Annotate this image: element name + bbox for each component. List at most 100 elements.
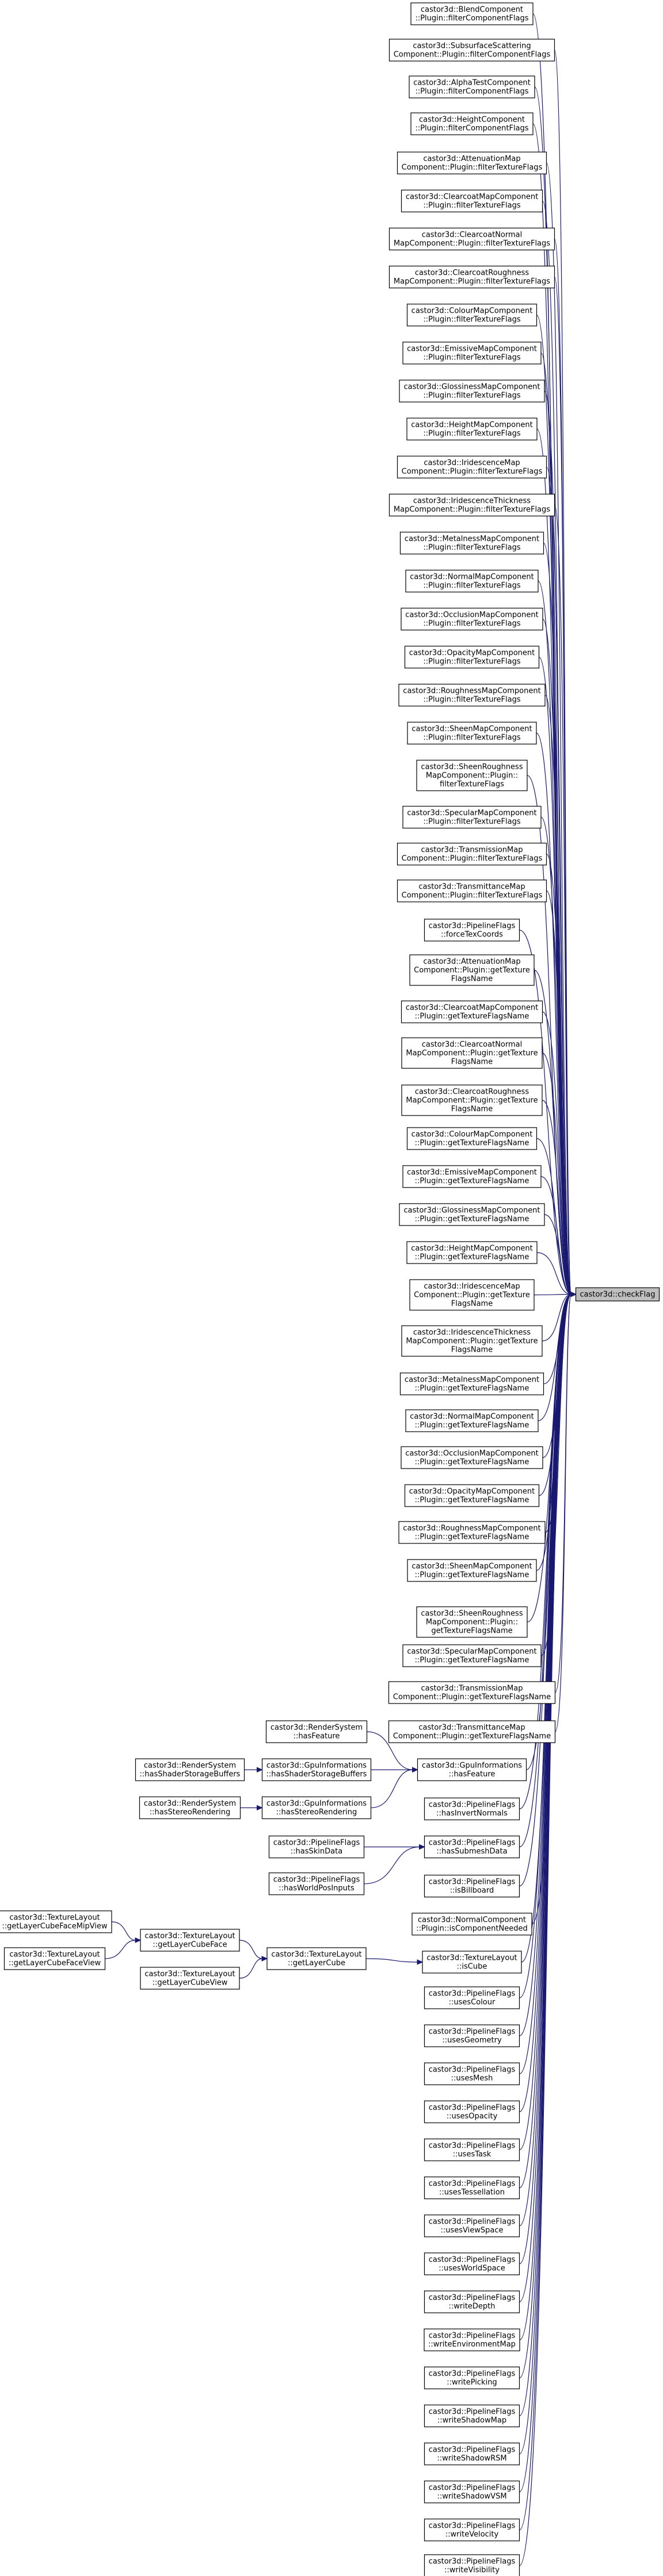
graph-node-n39[interactable]: castor3d::OpacityMapComponent::Plugin::g… bbox=[404, 1484, 540, 1507]
graph-node-n34[interactable]: castor3d::IridescenceMapComponent::Plugi… bbox=[409, 1279, 535, 1311]
graph-node-m1[interactable]: castor3d::RenderSystem::hasFeature bbox=[265, 1720, 368, 1743]
graph-node-n61[interactable]: castor3d::PipelineFlags::writeEnvironmen… bbox=[424, 2328, 520, 2351]
graph-node-n51[interactable]: castor3d::TextureLayout::isCube bbox=[422, 1951, 522, 1974]
graph-node-n25[interactable]: castor3d::PipelineFlags::forceTexCoords bbox=[424, 919, 520, 942]
node-box bbox=[268, 1872, 365, 1895]
graph-node-n52[interactable]: castor3d::PipelineFlags::usesColour bbox=[424, 1986, 520, 2009]
graph-node-n62[interactable]: castor3d::PipelineFlags::writePicking bbox=[424, 2366, 520, 2389]
graph-node-l1[interactable]: castor3d::RenderSystem::hasShaderStorage… bbox=[135, 1758, 245, 1781]
graph-node-m6[interactable]: castor3d::TextureLayout::getLayerCube bbox=[266, 1947, 367, 1970]
graph-node-n12[interactable]: castor3d::HeightMapComponent::Plugin::fi… bbox=[406, 418, 538, 441]
graph-node-n36[interactable]: castor3d::MetalnessMapComponent::Plugin:… bbox=[399, 1372, 544, 1395]
node-box bbox=[424, 2442, 520, 2465]
graph-node-n20[interactable]: castor3d::SheenMapComponent::Plugin::fil… bbox=[407, 722, 537, 745]
graph-node-n38[interactable]: castor3d::OcclusionMapComponent::Plugin:… bbox=[401, 1446, 543, 1469]
graph-node-n23[interactable]: castor3d::TransmissionMapComponent::Plug… bbox=[397, 843, 547, 866]
graph-node-n40[interactable]: castor3d::RoughnessMapComponent::Plugin:… bbox=[398, 1521, 546, 1544]
graph-node-m2[interactable]: castor3d::GpuInformations::hasShaderStor… bbox=[261, 1758, 372, 1781]
graph-node-n04[interactable]: castor3d::HeightComponent::Plugin::filte… bbox=[410, 112, 534, 135]
graph-node-n15[interactable]: castor3d::MetalnessMapComponent::Plugin:… bbox=[399, 532, 544, 555]
graph-node-n24[interactable]: castor3d::TransmittanceMapComponent::Plu… bbox=[397, 879, 547, 902]
graph-node-n08[interactable]: castor3d::ClearcoatRoughnessMapComponent… bbox=[388, 265, 555, 289]
graph-node-n18[interactable]: castor3d::OpacityMapComponent::Plugin::f… bbox=[404, 646, 540, 669]
graph-node-n63[interactable]: castor3d::PipelineFlags::writeShadowMap bbox=[424, 2404, 520, 2427]
graph-node-n43[interactable]: castor3d::SpecularMapComponent::Plugin::… bbox=[402, 1644, 542, 1667]
node-label-line: castor3d::PipelineFlags bbox=[429, 2142, 516, 2150]
node-label-line: ::getLayerCube bbox=[288, 1959, 345, 1968]
graph-node-n22[interactable]: castor3d::SpecularMapComponent::Plugin::… bbox=[402, 806, 542, 829]
graph-node-n44[interactable]: castor3d::TransmissionMapComponent::Plug… bbox=[388, 1681, 556, 1704]
graph-node-k2[interactable]: castor3d::TextureLayout::getLayerCubeFac… bbox=[3, 1947, 106, 1970]
graph-node-n49[interactable]: castor3d::PipelineFlags::isBillboard bbox=[424, 1875, 520, 1898]
node-label-line: ::hasShaderStorageBuffers bbox=[140, 1770, 241, 1779]
graph-node-n45[interactable]: castor3d::TransmittanceMapComponent::Plu… bbox=[388, 1720, 556, 1743]
graph-node-l3[interactable]: castor3d::TextureLayout::getLayerCubeFac… bbox=[140, 1929, 240, 1952]
arrowhead-l2-to-m3 bbox=[257, 1805, 263, 1811]
graph-node-n53[interactable]: castor3d::PipelineFlags::usesGeometry bbox=[424, 2024, 520, 2047]
graph-node-n67[interactable]: castor3d::PipelineFlags::writeVisibility bbox=[424, 2554, 520, 2576]
target-node-checkflag[interactable]: castor3d::checkFlag bbox=[575, 1287, 660, 1302]
graph-node-n42[interactable]: castor3d::SheenRoughnessMapComponent::Pl… bbox=[416, 1606, 528, 1638]
graph-node-n46[interactable]: castor3d::GpuInformations::hasFeature bbox=[417, 1758, 527, 1781]
graph-node-n27[interactable]: castor3d::ClearcoatMapComponent::Plugin:… bbox=[401, 1000, 543, 1023]
graph-node-n07[interactable]: castor3d::ClearcoatNormalMapComponent::P… bbox=[388, 227, 555, 251]
graph-node-n11[interactable]: castor3d::GlossinessMapComponent::Plugin… bbox=[399, 380, 545, 403]
graph-node-n03[interactable]: castor3d::AlphaTestComponent::Plugin::fi… bbox=[409, 75, 535, 98]
node-label-line: castor3d::PipelineFlags bbox=[429, 2066, 516, 2074]
graph-node-n10[interactable]: castor3d::EmissiveMapComponent::Plugin::… bbox=[402, 342, 542, 365]
graph-node-n60[interactable]: castor3d::PipelineFlags::writeDepth bbox=[424, 2290, 520, 2313]
graph-node-n56[interactable]: castor3d::PipelineFlags::usesTask bbox=[424, 2138, 520, 2161]
node-label-line: ::Plugin::isComponentNeeded bbox=[416, 1925, 527, 1933]
graph-node-n47[interactable]: castor3d::PipelineFlags::hasInvertNormal… bbox=[424, 1797, 520, 1820]
graph-node-m5[interactable]: castor3d::PipelineFlags::hasWorldPosInpu… bbox=[268, 1872, 365, 1895]
graph-node-n41[interactable]: castor3d::SheenMapComponent::Plugin::get… bbox=[407, 1559, 537, 1582]
graph-node-n57[interactable]: castor3d::PipelineFlags::usesTessellatio… bbox=[424, 2176, 520, 2199]
graph-node-l4[interactable]: castor3d::TextureLayout::getLayerCubeVie… bbox=[140, 1967, 240, 1990]
graph-node-k1[interactable]: castor3d::TextureLayout::getLayerCubeFac… bbox=[0, 1910, 112, 1933]
graph-node-m3[interactable]: castor3d::GpuInformations::hasStereoRend… bbox=[261, 1796, 372, 1819]
graph-node-n17[interactable]: castor3d::OcclusionMapComponent::Plugin:… bbox=[401, 608, 543, 631]
graph-node-n31[interactable]: castor3d::EmissiveMapComponent::Plugin::… bbox=[402, 1165, 542, 1188]
graph-node-n21[interactable]: castor3d::SheenRoughnessMapComponent::Pl… bbox=[416, 760, 528, 791]
graph-node-n26[interactable]: castor3d::AttenuationMapComponent::Plugi… bbox=[409, 954, 535, 986]
graph-node-n32[interactable]: castor3d::GlossinessMapComponent::Plugin… bbox=[399, 1203, 545, 1226]
graph-node-n65[interactable]: castor3d::PipelineFlags::writeShadowVSM bbox=[424, 2480, 520, 2503]
node-label-line: castor3d::PipelineFlags bbox=[429, 1801, 516, 1809]
graph-node-n33[interactable]: castor3d::HeightMapComponent::Plugin::ge… bbox=[406, 1241, 538, 1264]
node-box bbox=[0, 1910, 112, 1933]
graph-node-n55[interactable]: castor3d::PipelineFlags::usesOpacity bbox=[424, 2100, 520, 2123]
graph-node-n05[interactable]: castor3d::AttenuationMapComponent::Plugi… bbox=[397, 151, 547, 174]
graph-node-n14[interactable]: castor3d::IridescenceThicknessMapCompone… bbox=[388, 494, 555, 517]
graph-node-n66[interactable]: castor3d::PipelineFlags::writeVelocity bbox=[424, 2518, 520, 2541]
graph-node-n30[interactable]: castor3d::ColourMapComponent::Plugin::ge… bbox=[406, 1127, 538, 1150]
graph-node-n58[interactable]: castor3d::PipelineFlags::usesViewSpace bbox=[424, 2214, 520, 2237]
node-label-line: ::writeVelocity bbox=[445, 2531, 499, 2539]
graph-node-n64[interactable]: castor3d::PipelineFlags::writeShadowRSM bbox=[424, 2442, 520, 2465]
graph-node-n54[interactable]: castor3d::PipelineFlags::usesMesh bbox=[424, 2062, 520, 2085]
graph-node-n50[interactable]: castor3d::NormalComponent::Plugin::isCom… bbox=[411, 1913, 532, 1936]
node-label-line: castor3d::ClearcoatRoughness bbox=[415, 269, 529, 278]
graph-node-n29[interactable]: castor3d::ClearcoatRoughnessMapComponent… bbox=[401, 1084, 543, 1116]
graph-node-n59[interactable]: castor3d::PipelineFlags::usesWorldSpace bbox=[424, 2252, 520, 2275]
graph-node-m4[interactable]: castor3d::PipelineFlags::hasSkinData bbox=[268, 1835, 365, 1858]
graph-node-n19[interactable]: castor3d::RoughnessMapComponent::Plugin:… bbox=[398, 684, 546, 707]
graph-node-n28[interactable]: castor3d::ClearcoatNormalMapComponent::P… bbox=[401, 1037, 543, 1069]
node-label-line: MapComponent::Plugin:: bbox=[426, 1618, 518, 1627]
graph-node-n06[interactable]: castor3d::ClearcoatMapComponent::Plugin:… bbox=[401, 189, 543, 213]
node-label-line: castor3d::ClearcoatMapComponent bbox=[406, 1004, 538, 1012]
edge-l4-to-m6 bbox=[239, 1958, 263, 1979]
graph-node-l2[interactable]: castor3d::RenderSystem::hasStereoRenderi… bbox=[139, 1796, 241, 1819]
graph-node-n13[interactable]: castor3d::IridescenceMapComponent::Plugi… bbox=[397, 456, 547, 479]
arrowhead-m5-to-n48 bbox=[419, 1844, 425, 1850]
node-box bbox=[410, 2, 534, 25]
graph-node-n02[interactable]: castor3d::SubsurfaceScatteringComponent:… bbox=[388, 39, 555, 62]
node-label-line: castor3d::PipelineFlags bbox=[429, 2558, 516, 2566]
graph-node-n48[interactable]: castor3d::PipelineFlags::hasSubmeshData bbox=[424, 1835, 520, 1858]
graph-node-n16[interactable]: castor3d::NormalMapComponent::Plugin::fi… bbox=[405, 570, 539, 593]
graph-node-n35[interactable]: castor3d::IridescenceThicknessMapCompone… bbox=[401, 1325, 543, 1357]
graph-node-n37[interactable]: castor3d::NormalMapComponent::Plugin::ge… bbox=[405, 1409, 539, 1432]
node-box bbox=[397, 456, 547, 479]
graph-node-n09[interactable]: castor3d::ColourMapComponent::Plugin::fi… bbox=[406, 303, 538, 327]
graph-node-n01[interactable]: castor3d::BlendComponent::Plugin::filter… bbox=[410, 2, 534, 25]
